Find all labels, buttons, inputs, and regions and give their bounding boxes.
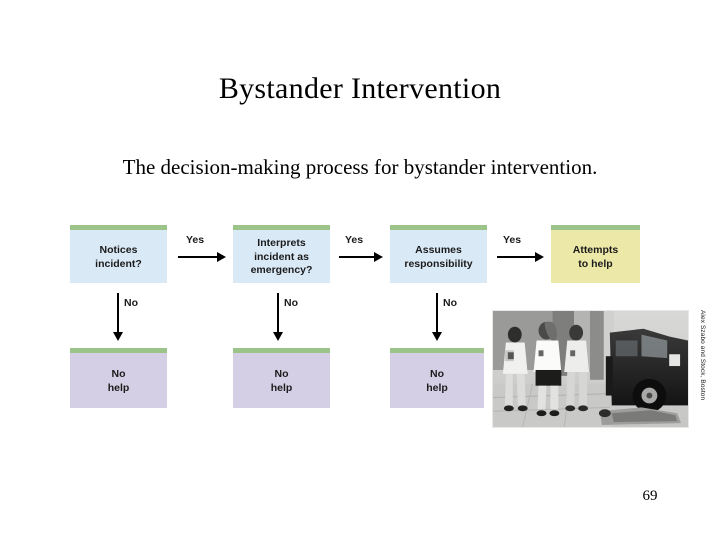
flow-arrow-no-interprets-to-nohelp bbox=[273, 293, 283, 341]
flow-edge-label-no-2: No bbox=[284, 297, 298, 309]
page-number: 69 bbox=[642, 488, 658, 504]
flow-node-no-help-3[interactable]: No help bbox=[390, 348, 484, 408]
flow-edge-label-yes-2: Yes bbox=[345, 234, 364, 246]
flow-arrow-yes-interprets-to-assumes bbox=[339, 252, 383, 262]
flow-node-label: No help bbox=[426, 368, 448, 394]
flow-node-no-help-1[interactable]: No help bbox=[70, 348, 167, 408]
flow-node-interprets-incident[interactable]: Interprets incident as emergency? bbox=[233, 225, 330, 283]
flow-node-label: No help bbox=[270, 368, 293, 394]
flow-node-no-help-2[interactable]: No help bbox=[233, 348, 330, 408]
flow-arrow-no-notices-to-nohelp bbox=[113, 293, 123, 341]
flow-node-assumes-responsibility[interactable]: Assumes responsibility bbox=[390, 225, 487, 283]
flow-node-label: No help bbox=[107, 368, 130, 394]
flow-arrow-no-assumes-to-nohelp bbox=[432, 293, 442, 341]
slide-subtitle: The decision-making process for bystande… bbox=[122, 155, 598, 179]
flow-node-attempts-to-help[interactable]: Attempts to help bbox=[551, 225, 640, 283]
flow-edge-label-no-1: No bbox=[124, 297, 138, 309]
bystander-photo bbox=[492, 310, 689, 428]
flow-node-label: Notices incident? bbox=[95, 244, 142, 270]
flow-arrow-yes-notices-to-interprets bbox=[178, 252, 226, 262]
flow-edge-label-no-3: No bbox=[443, 297, 457, 309]
page-title: Bystander Intervention bbox=[218, 72, 502, 106]
flow-edge-label-yes-3: Yes bbox=[503, 234, 522, 246]
flow-node-label: Attempts to help bbox=[572, 244, 619, 270]
flow-node-notices-incident[interactable]: Notices incident? bbox=[70, 225, 167, 283]
flow-node-label: Interprets incident as emergency? bbox=[250, 237, 313, 277]
flow-edge-label-yes-1: Yes bbox=[186, 234, 205, 246]
flow-node-label: Assumes responsibility bbox=[404, 244, 473, 270]
flow-arrow-yes-assumes-to-attempts bbox=[497, 252, 544, 262]
photo-credit: Alex Szabo and Stock, Boston bbox=[699, 310, 706, 401]
